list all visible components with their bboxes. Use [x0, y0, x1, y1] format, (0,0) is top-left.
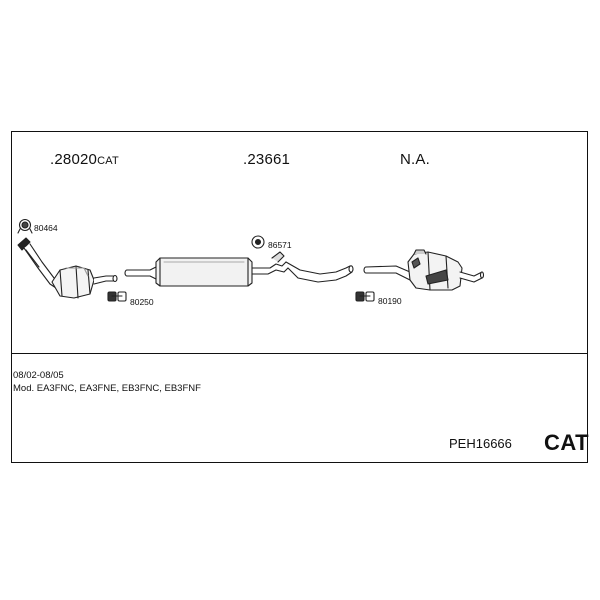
catalytic-converter-icon — [17, 237, 118, 299]
accessory-label-hanger: 86571 — [268, 240, 292, 250]
part-number-suffix: CAT — [97, 155, 119, 167]
kit-code: PEH16666 — [449, 436, 512, 451]
diagram-frame — [11, 131, 588, 463]
part-number-rear: N.A. — [400, 151, 430, 168]
middle-silencer-icon — [124, 251, 354, 287]
divider-line — [12, 353, 587, 354]
accessory-label-mount-left: 80250 — [130, 297, 154, 307]
cat-label: CAT — [544, 430, 590, 455]
clamp-ring-icon — [17, 218, 33, 234]
hanger-icon — [251, 235, 265, 249]
accessory-label-mount-right: 80190 — [378, 296, 402, 306]
part-number-text: .28020 — [50, 151, 98, 168]
rubber-mount-icon — [355, 291, 375, 302]
rear-silencer-icon — [363, 249, 485, 291]
accessory-label-clamp: 80464 — [34, 223, 58, 233]
years-text: 08/02-08/05 — [13, 370, 64, 381]
part-number-catalytic: .28020CAT — [50, 151, 119, 168]
rubber-mount-icon — [107, 291, 127, 302]
models-text: Mod. EA3FNC, EA3FNE, EB3FNC, EB3FNF — [13, 383, 201, 394]
part-number-middle: .23661 — [243, 151, 291, 168]
